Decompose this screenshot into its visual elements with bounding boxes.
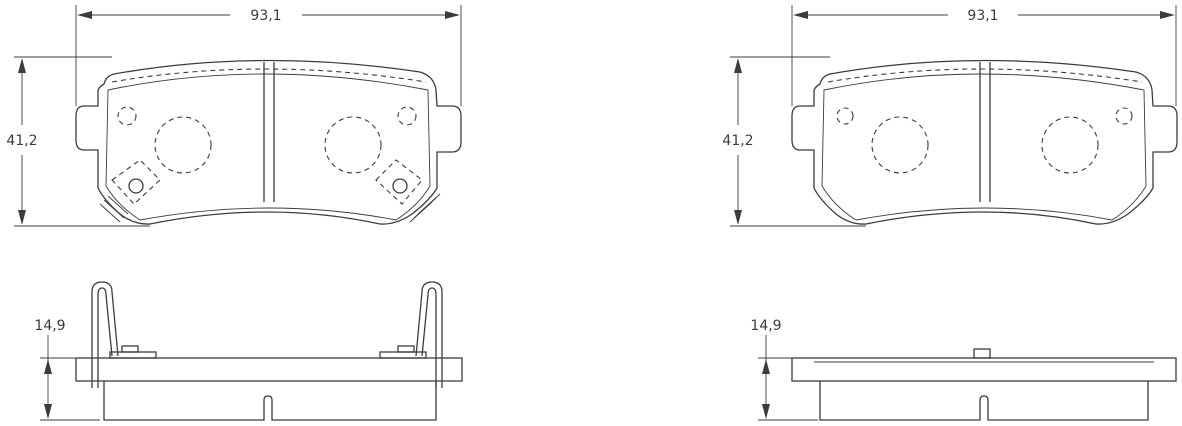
locating-circle-right-1 [871, 116, 929, 174]
wear-indicator-tab-right [973, 348, 991, 359]
small-hole-right-2 [1115, 107, 1133, 125]
height-label-right: 41,2 [722, 133, 753, 149]
width-dimension-left: 93,1 [75, 5, 462, 106]
small-hole-left-2 [397, 106, 417, 126]
locating-circle-left-2 [324, 116, 382, 174]
chamfer-hatch-left [99, 193, 441, 223]
width-label-left: 93,1 [250, 8, 281, 24]
front-view-left: 93,1 41,2 [6, 5, 462, 227]
locating-circle-right-2 [1041, 116, 1099, 174]
small-hole-left-1 [117, 106, 137, 126]
thickness-label-left: 14,9 [34, 318, 65, 334]
width-dimension-right: 93,1 [791, 5, 1177, 106]
height-dimension-left: 41,2 [6, 56, 150, 227]
center-slot-right [979, 62, 991, 202]
thickness-dimension-left: 14,9 [34, 318, 100, 421]
side-view-left: 14,9 [34, 281, 463, 421]
clip-hole-left-2 [375, 159, 423, 205]
spring-clip-left-1 [91, 281, 119, 388]
backing-plate-side-left [75, 357, 463, 382]
locating-circle-left-1 [154, 116, 212, 174]
friction-block-side-left [103, 381, 437, 421]
front-view-right: 93,1 41,2 [722, 5, 1178, 227]
width-label-right: 93,1 [967, 8, 998, 24]
backing-plate-outline-right [791, 59, 1178, 225]
small-hole-right-1 [836, 107, 854, 125]
height-label-left: 41,2 [6, 133, 37, 149]
friction-block-side-right [819, 381, 1149, 421]
center-slot-left [263, 62, 275, 202]
clip-hole-left-1 [111, 159, 161, 205]
friction-material-outline-left [105, 73, 431, 221]
chamfer-line-right [827, 68, 1143, 83]
backing-plate-side-right [791, 357, 1177, 382]
shim-tab-left-1 [109, 345, 157, 359]
thickness-label-right: 14,9 [750, 318, 781, 334]
spring-clip-left-2 [415, 281, 443, 388]
thickness-dimension-right: 14,9 [750, 318, 818, 421]
side-view-right: 14,9 [750, 318, 1177, 421]
chamfer-line-left [111, 68, 427, 83]
friction-material-outline-right [821, 73, 1147, 221]
backing-plate-outline-left [75, 59, 462, 225]
shim-tab-left-2 [379, 345, 427, 359]
height-dimension-right: 41,2 [722, 56, 866, 227]
